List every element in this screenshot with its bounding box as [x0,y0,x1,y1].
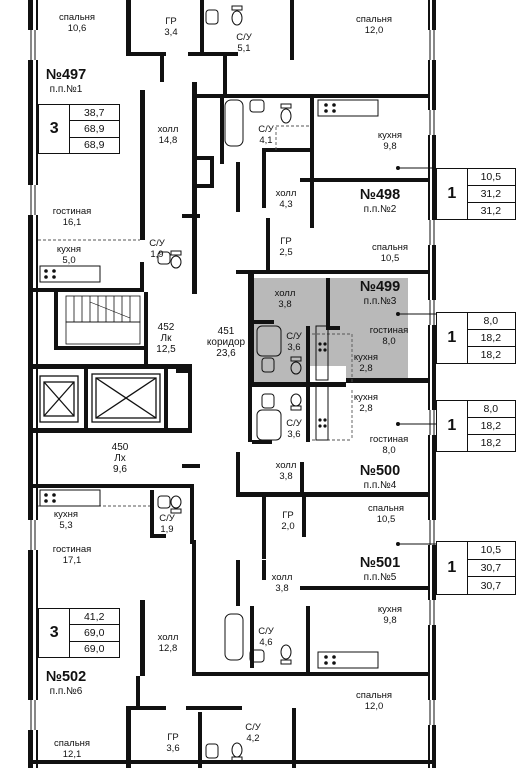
rooms-count: 1 [437,401,468,451]
total-area-balcony: 18,2 [480,349,502,361]
rooms-count: 1 [437,169,468,219]
total-area-balcony: 30,7 [480,579,502,592]
stove-burners [44,103,336,665]
total-area: 68,9 [69,121,119,138]
window-lines [30,30,435,730]
stairs [65,295,141,345]
total-area-balcony: 68,9 [83,139,105,152]
apartment-position: п.п.№4 [363,480,397,491]
total-area: 31,2 [466,186,515,203]
windows [27,30,437,730]
total-area-balcony: 18,2 [480,437,502,449]
apartment-position: п.п.№3 [363,296,397,307]
total-area-balcony: 31,2 [480,205,502,217]
living-area: 8,0 [466,401,515,418]
rooms-count: 1 [437,313,468,363]
living-area: 8,0 [466,313,515,330]
apartment-number: №502 [45,669,87,685]
rooms-count: 1 [437,542,468,594]
total-area: 30,7 [466,560,515,578]
living-area: 10,5 [466,169,515,186]
apartment-number: №498 [359,187,401,203]
leader-lines [398,167,436,545]
total-area: 18,2 [466,418,515,435]
total-area: 18,2 [466,330,515,347]
outer-walls [28,0,436,768]
rooms-count: 3 [39,609,71,657]
interior-walls [28,0,430,768]
apartment-position: п.п.№1 [49,84,83,95]
living-area: 41,2 [69,609,119,626]
apartment-position: п.п.№5 [363,572,397,583]
living-area: 38,7 [69,105,119,122]
living-area: 10,5 [466,542,515,560]
apartment-number: №500 [359,463,401,479]
fixtures [39,5,379,762]
total-area-balcony: 69,0 [83,643,105,656]
apartment-position: п.п.№2 [363,204,397,215]
apartment-position: п.п.№6 [49,686,83,697]
apartment-number: №499 [359,279,401,295]
leader-dots [396,166,400,546]
apartment-number: №501 [359,555,401,571]
rooms-count: 3 [39,105,71,153]
total-area: 69,0 [69,625,119,642]
elevators [39,373,161,423]
apartment-number: №497 [45,67,87,83]
